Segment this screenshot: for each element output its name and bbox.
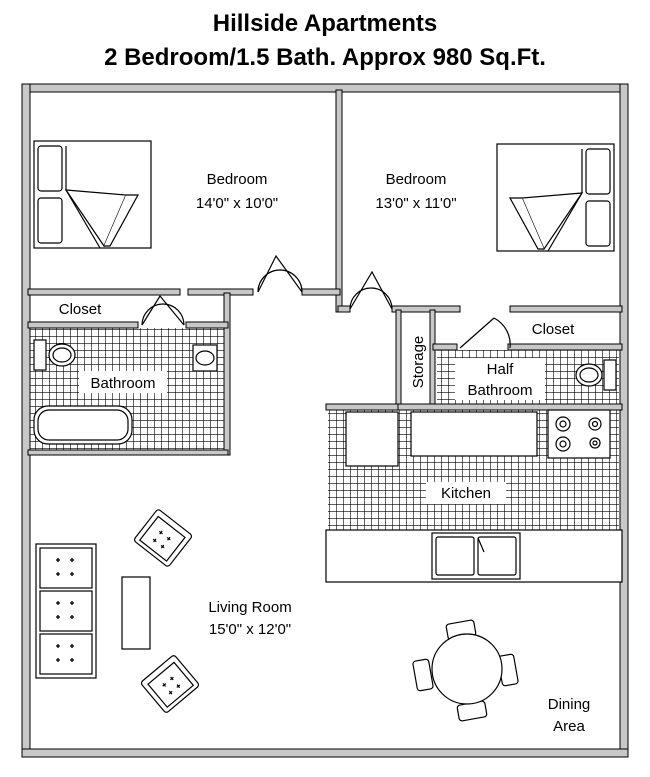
kitchen-fixtures bbox=[325, 409, 623, 583]
bathroom-label: Bathroom bbox=[90, 375, 155, 392]
doors bbox=[141, 254, 511, 349]
half-bath-label-line2: Bathroom bbox=[467, 382, 532, 399]
plan-subtitle: 2 Bedroom/1.5 Bath. Approx 980 Sq.Ft. bbox=[104, 44, 546, 71]
bathroom-fixtures bbox=[33, 339, 218, 445]
armchair-top bbox=[133, 509, 193, 567]
bed-1 bbox=[33, 140, 152, 249]
half-bath-fixtures bbox=[575, 359, 617, 391]
outer-walls bbox=[21, 83, 629, 758]
living-room-label: Living Room bbox=[208, 599, 291, 616]
kitchen-label: Kitchen bbox=[441, 485, 491, 502]
plan-title: Hillside Apartments bbox=[212, 10, 438, 37]
bed-2 bbox=[496, 143, 615, 252]
dining-label-line2: Area bbox=[553, 718, 585, 735]
living-room-size: 15'0" x 12'0" bbox=[209, 621, 291, 638]
storage-label: Storage bbox=[410, 336, 427, 389]
dining-label-line1: Dining bbox=[548, 696, 591, 713]
armchair-bottom bbox=[140, 655, 200, 713]
bedroom-2-label: Bedroom bbox=[386, 171, 447, 188]
bedroom-2-size: 13'0" x 11'0" bbox=[375, 195, 456, 212]
coffee-table bbox=[121, 576, 151, 650]
bedroom-1-label: Bedroom bbox=[207, 171, 268, 188]
closet-2-label: Closet bbox=[532, 321, 575, 338]
dining-set bbox=[412, 619, 519, 722]
half-bath-label-bg bbox=[455, 358, 545, 400]
closet-1-label: Closet bbox=[59, 301, 102, 318]
bathroom-label-bg bbox=[79, 371, 167, 393]
bedroom-1-size: 14'0" x 10'0" bbox=[196, 195, 278, 212]
interior-walls bbox=[27, 89, 623, 456]
sofa bbox=[35, 543, 97, 679]
half-bath-label-line1: Half bbox=[487, 361, 515, 378]
kitchen-label-bg bbox=[426, 482, 506, 504]
